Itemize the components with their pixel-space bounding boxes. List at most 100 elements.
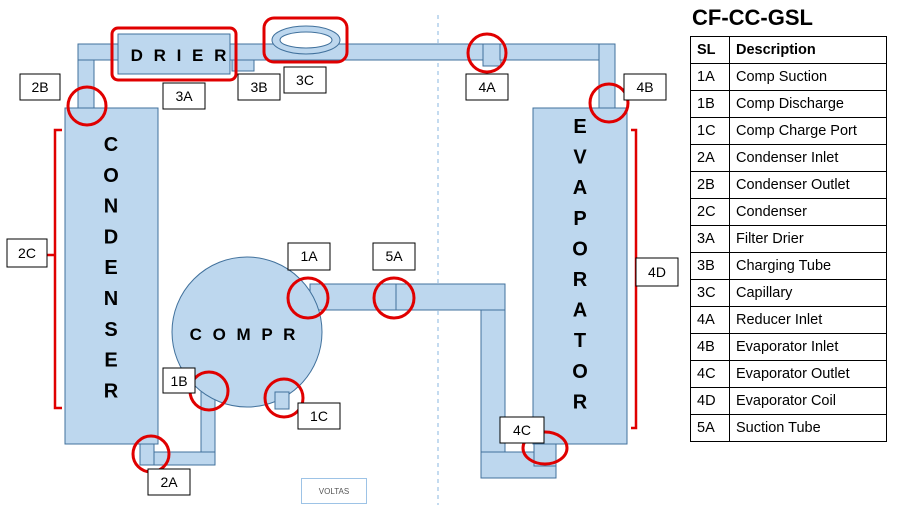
charge-port bbox=[274, 391, 290, 410]
legend-description: Condenser Outlet bbox=[729, 171, 887, 199]
legend-sl: 3B bbox=[690, 252, 730, 280]
svg-text:1A: 1A bbox=[300, 248, 318, 264]
svg-text:5A: 5A bbox=[385, 248, 403, 264]
evaporator-letters-letter: A bbox=[573, 300, 587, 322]
svg-text:4C: 4C bbox=[513, 422, 531, 438]
condenser-letters-letter: N bbox=[104, 196, 118, 218]
legend-sl: 3C bbox=[690, 279, 730, 307]
highlight-2B bbox=[66, 85, 108, 127]
legend-sl: 2B bbox=[690, 171, 730, 199]
legend-sl: 4A bbox=[690, 306, 730, 334]
highlight-4B bbox=[588, 82, 630, 124]
callout-4B: 4B bbox=[623, 73, 667, 101]
callout-1C: 1C bbox=[297, 402, 341, 430]
legend-sl: 1A bbox=[690, 63, 730, 91]
highlight-capillary bbox=[262, 16, 349, 64]
condenser-letters-letter: E bbox=[104, 350, 117, 372]
legend-description: Charging Tube bbox=[729, 252, 887, 280]
evaporator-letters-letter: T bbox=[574, 330, 586, 352]
callout-3C: 3C bbox=[283, 66, 327, 94]
condenser-letters-letter: R bbox=[104, 380, 119, 402]
legend-description: Reducer Inlet bbox=[729, 306, 887, 334]
callout-4C: 4C bbox=[499, 416, 545, 444]
bracket-condenser bbox=[46, 128, 62, 410]
condenser-body bbox=[64, 107, 159, 445]
svg-text:2C: 2C bbox=[18, 245, 36, 261]
svg-text:2B: 2B bbox=[31, 79, 48, 95]
condenser-letters-letter: D bbox=[104, 226, 118, 248]
legend-sl: 1C bbox=[690, 117, 730, 145]
compressor-body bbox=[171, 256, 323, 408]
highlight-drier bbox=[110, 26, 238, 82]
svg-text:4B: 4B bbox=[636, 79, 653, 95]
legend-description: Evaporator Coil bbox=[729, 387, 887, 415]
voltas-watermark: VOLTAS bbox=[301, 478, 367, 504]
drier-label: D R I E R bbox=[131, 46, 230, 65]
evaporator-outlet-stub bbox=[533, 443, 557, 467]
condenser-letters-letter: N bbox=[104, 288, 118, 310]
capillary-coil-inner bbox=[279, 31, 333, 49]
highlight-1A bbox=[286, 276, 330, 320]
callout-4A: 4A bbox=[465, 73, 509, 101]
condenser-letters-letter: O bbox=[103, 165, 119, 187]
callout-1A: 1A bbox=[287, 242, 331, 271]
evaporator-letters-letter: V bbox=[573, 147, 587, 169]
legend-sl: 4D bbox=[690, 387, 730, 415]
highlight-1C bbox=[263, 377, 305, 419]
legend-sl: 2C bbox=[690, 198, 730, 226]
pipe-condenser-inlet-stub bbox=[139, 443, 155, 466]
evaporator-letters-letter: P bbox=[573, 208, 586, 230]
callout-3B: 3B bbox=[237, 73, 281, 101]
evaporator-letters-letter: R bbox=[573, 391, 588, 413]
svg-text:2A: 2A bbox=[160, 474, 178, 490]
legend-description: Capillary bbox=[729, 279, 887, 307]
legend-description: Filter Drier bbox=[729, 225, 887, 253]
legend-sl: 5A bbox=[690, 414, 730, 442]
highlight-4C bbox=[521, 430, 569, 466]
callout-2A: 2A bbox=[147, 468, 191, 496]
svg-text:4D: 4D bbox=[648, 264, 666, 280]
legend-description: Comp Charge Port bbox=[729, 117, 887, 145]
evaporator-letters-letter: R bbox=[573, 269, 588, 291]
legend-header-row: SL Description bbox=[690, 36, 887, 64]
compressor-label: C O M P R bbox=[190, 325, 299, 344]
pipe-evaporator-inlet-vertical bbox=[598, 43, 616, 111]
legend-description: Evaporator Inlet bbox=[729, 333, 887, 361]
svg-text:4A: 4A bbox=[478, 79, 496, 95]
callout-4D: 4D bbox=[635, 257, 679, 287]
legend-sl: 1B bbox=[690, 90, 730, 118]
suction-tube-vertical bbox=[480, 309, 506, 479]
evaporator-letters-letter: A bbox=[573, 177, 587, 199]
legend-description: Evaporator Outlet bbox=[729, 360, 887, 388]
legend-description: Comp Suction bbox=[729, 63, 887, 91]
reducer bbox=[482, 43, 502, 67]
highlight-5A bbox=[372, 276, 416, 320]
legend-header-description: Description bbox=[729, 36, 887, 64]
evaporator-letters-letter: E bbox=[573, 116, 586, 138]
legend-sl: 4B bbox=[690, 333, 730, 361]
highlight-4A bbox=[466, 32, 508, 74]
legend-description: Comp Discharge bbox=[729, 90, 887, 118]
legend-description: Condenser bbox=[729, 198, 887, 226]
condenser-letters-letter: C bbox=[104, 134, 118, 156]
condenser-letters-letter: E bbox=[104, 257, 117, 279]
callout-2C: 2C bbox=[6, 238, 48, 268]
svg-text:3B: 3B bbox=[250, 79, 267, 95]
evaporator-body bbox=[532, 107, 628, 445]
suction-tube-horizontal bbox=[309, 283, 506, 311]
